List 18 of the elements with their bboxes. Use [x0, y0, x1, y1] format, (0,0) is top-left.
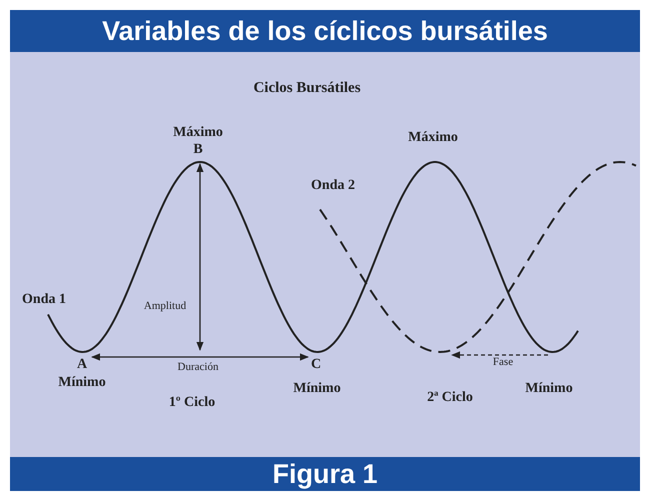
point-label: Máximo [173, 125, 223, 141]
wave-label: Onda 2 [311, 178, 355, 194]
point-label: B [193, 142, 203, 158]
measure-label: Amplitud [142, 300, 188, 312]
chart-title: Ciclos Bursátiles [253, 80, 361, 97]
point-label: Máximo [408, 130, 458, 146]
cycle-label: 2ª Ciclo [427, 390, 473, 406]
point-label: Mínimo [293, 381, 341, 397]
wave-label: Onda 1 [22, 292, 66, 308]
caption-banner: Figura 1 [10, 457, 640, 491]
cycle-label: 1º Ciclo [168, 395, 216, 411]
measure-label: Fase [490, 356, 516, 368]
point-label: A [76, 357, 88, 373]
point-label: Mínimo [525, 381, 573, 397]
title-banner: Variables de los cíclicos bursátiles [10, 10, 640, 52]
measure-label: Duración [176, 361, 220, 373]
point-label: Mínimo [58, 375, 106, 391]
point-label: C [310, 357, 322, 373]
